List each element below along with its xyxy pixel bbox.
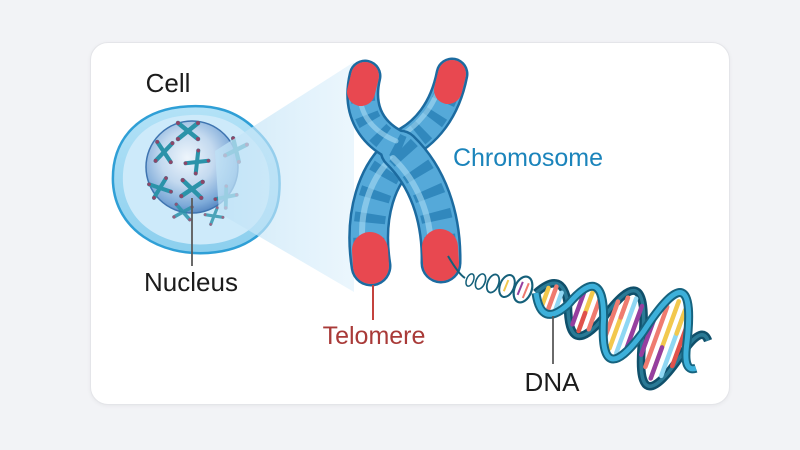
telomere-tip [422, 229, 459, 281]
dna-helix-illustration [531, 279, 713, 391]
zoom-beam [215, 62, 354, 292]
nucleus-label: Nucleus [144, 267, 238, 297]
telomere-tip [352, 232, 389, 284]
cell-label: Cell [145, 68, 191, 98]
dna-label: DNA [524, 367, 580, 397]
dna-unravel-thread [447, 255, 534, 304]
chromosome-illustration [346, 57, 469, 287]
telomere-tip [347, 62, 379, 106]
telomere-label: Telomere [322, 322, 426, 350]
telomere-tip [434, 60, 466, 104]
chromosome-label: Chromosome [452, 144, 604, 172]
chromosome-front-tube [346, 59, 462, 284]
